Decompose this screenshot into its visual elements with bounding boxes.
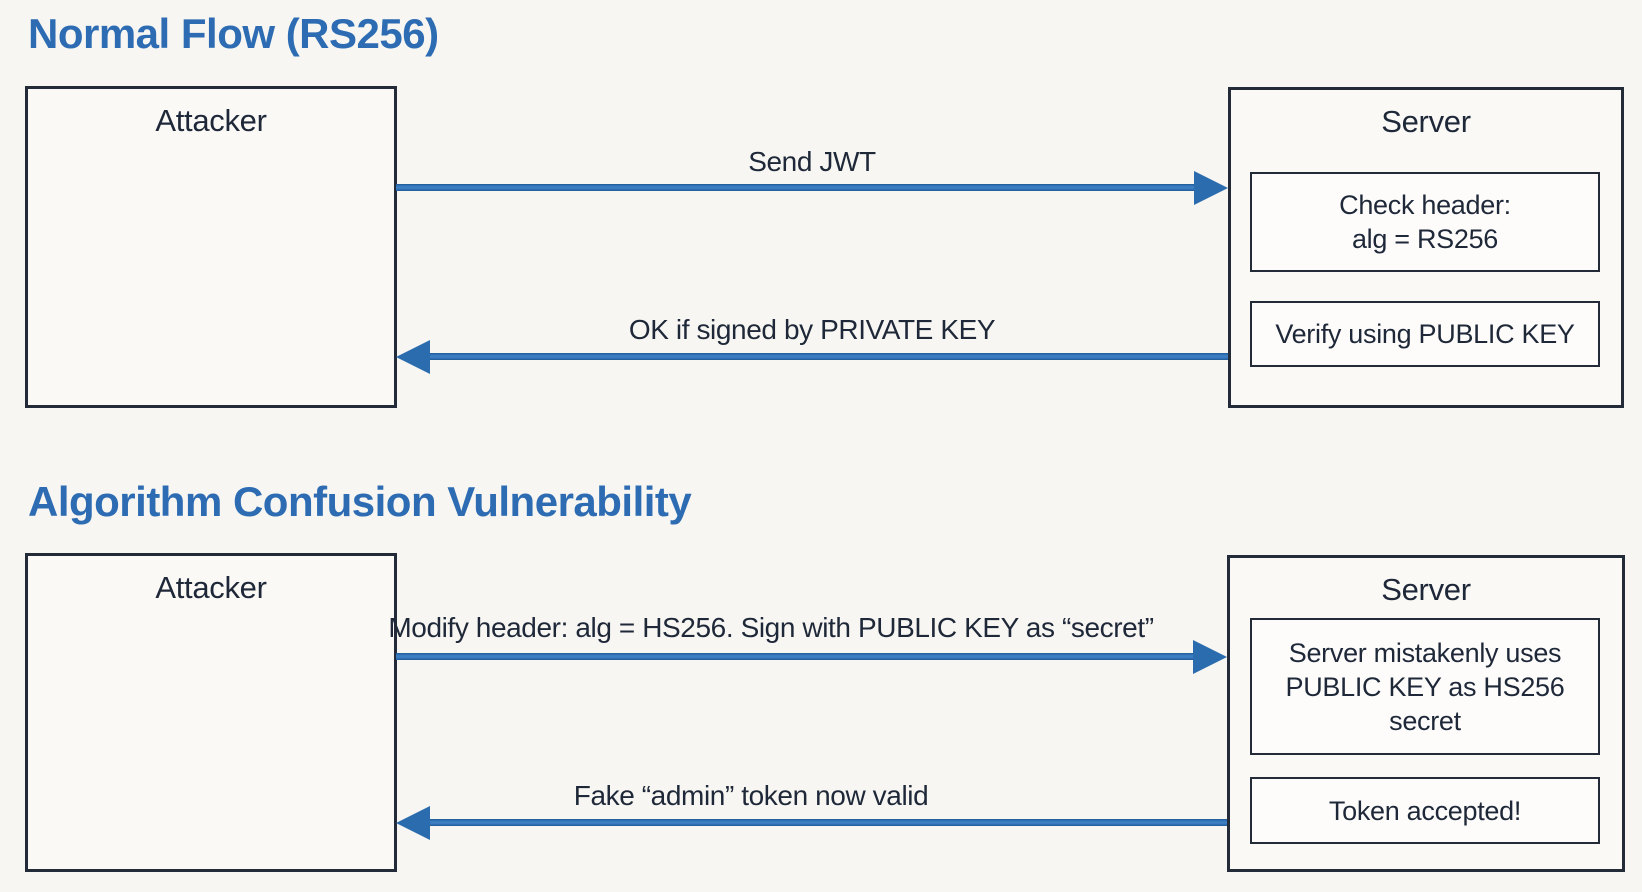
server-step-verify-public-key: Verify using PUBLIC KEY — [1250, 301, 1600, 367]
step-text-line: alg = RS256 — [1351, 224, 1499, 254]
section-title-algorithm-confusion: Algorithm Confusion Vulnerability — [28, 478, 692, 525]
step-text-line: Check header: — [1339, 190, 1511, 220]
message-label-send-jwt: Send JWT — [748, 146, 876, 177]
step-text: Verify using PUBLIC KEY — [1275, 319, 1575, 349]
message-label-modify-header: Modify header: alg = HS256. Sign with PU… — [388, 612, 1154, 643]
arrow-line — [396, 184, 1196, 191]
server-label: Server — [1381, 572, 1471, 607]
server-label: Server — [1381, 104, 1471, 139]
attacker-box-normal-flow: Attacker — [25, 86, 397, 408]
arrow-head-left-icon — [396, 340, 430, 374]
arrow-head-right-icon — [1194, 171, 1228, 205]
server-step-check-header: Check header: alg = RS256 — [1250, 172, 1600, 272]
server-step-token-accepted: Token accepted! — [1250, 777, 1600, 844]
section-title-normal-flow: Normal Flow (RS256) — [28, 10, 439, 57]
step-text: Server mistakenly uses PUBLIC KEY as HS2… — [1285, 637, 1565, 736]
step-text: Token accepted! — [1328, 795, 1522, 826]
arrow-head-right-icon — [1193, 640, 1227, 674]
arrow-line — [396, 653, 1193, 660]
message-label-ok-signed: OK if signed by PRIVATE KEY — [628, 314, 996, 345]
arrow-line — [430, 353, 1228, 360]
message-label-fake-admin: Fake “admin” token now valid — [573, 780, 929, 811]
attacker-box-confusion: Attacker — [25, 553, 397, 872]
server-step-mistaken-secret: Server mistakenly uses PUBLIC KEY as HS2… — [1250, 618, 1600, 755]
arrow-line — [430, 819, 1227, 826]
attacker-label: Attacker — [155, 570, 267, 605]
attacker-label: Attacker — [155, 103, 267, 138]
arrow-head-left-icon — [396, 806, 430, 840]
